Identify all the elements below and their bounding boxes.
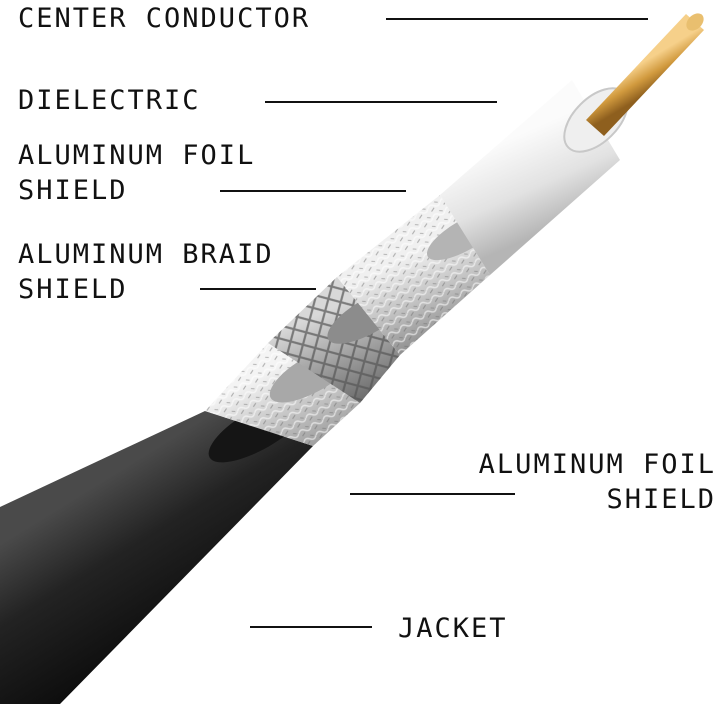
label-center-conductor: CENTER CONDUCTOR (18, 3, 311, 34)
label-inner-foil-line1: ALUMINUM FOIL (18, 140, 256, 171)
center-conductor-section (586, 13, 704, 136)
label-outer-foil-line2: SHIELD (606, 484, 716, 515)
label-outer-foil-line1: ALUMINUM FOIL (478, 449, 716, 480)
leader-lines (200, 18, 648, 628)
label-inner-foil-line2: SHIELD (18, 175, 128, 206)
label-braid-line1: ALUMINUM BRAID (18, 239, 274, 270)
label-dielectric: DIELECTRIC (18, 85, 201, 116)
label-braid-line2: SHIELD (18, 274, 128, 305)
label-jacket: JACKET (398, 613, 508, 644)
